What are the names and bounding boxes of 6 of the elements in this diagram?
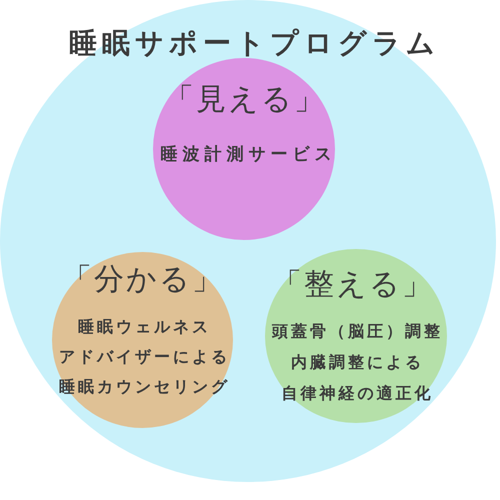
program-heading: 睡眠サポートプログラム — [68, 26, 440, 60]
circle-heading: 「見える」 — [163, 81, 326, 119]
circle-text: 睡波計測サービス — [160, 144, 336, 166]
circle-heading: 「整える」 — [271, 266, 434, 304]
circle-heading: 「分かる」 — [61, 261, 224, 299]
circle-text: 頭蓋骨（脳圧）調整内臓調整による自律神経の適正化 — [270, 320, 443, 404]
